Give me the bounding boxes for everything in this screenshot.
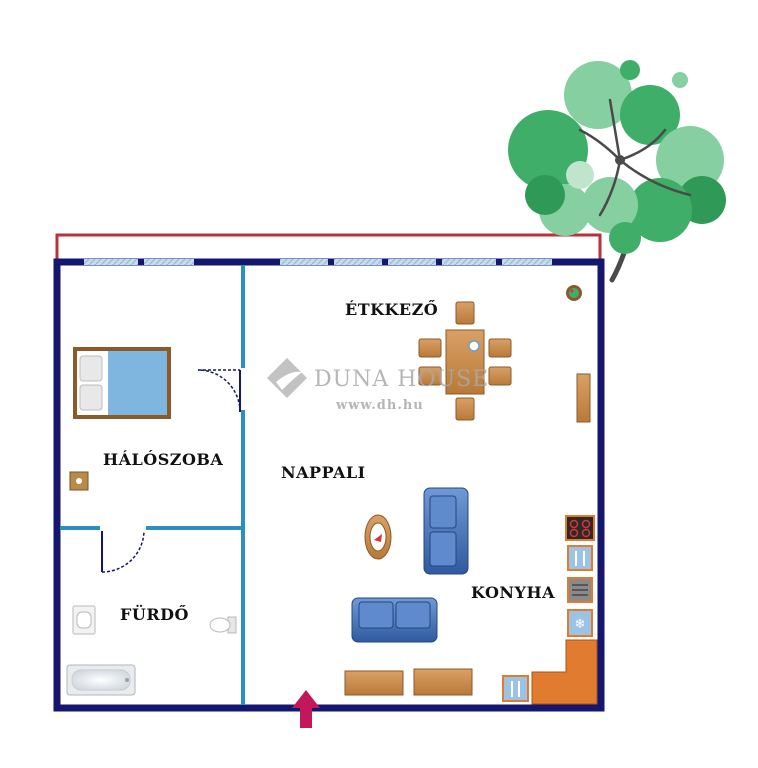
plant-icon [566, 285, 582, 301]
door-swing-icon [101, 530, 145, 573]
cutlery-icon [567, 545, 593, 571]
balcony-railing [55, 233, 602, 262]
inner-walls [60, 265, 245, 705]
room-label-haloszoba: HÁLÓSZOBA [103, 449, 223, 469]
tv-cabinet [344, 668, 473, 696]
entrance-arrow-icon [292, 690, 320, 728]
tree-icon [508, 60, 726, 283]
toilet-icon [209, 616, 237, 634]
sofa-icon [351, 597, 438, 643]
door-swing-icon [197, 369, 241, 413]
kitchen-counter [531, 639, 598, 705]
bathtub-icon [66, 664, 136, 696]
stove-icon [565, 515, 595, 541]
fridge-icon: ❄ [567, 609, 593, 637]
oven-icon [567, 577, 593, 603]
dishwasher-icon [502, 675, 529, 702]
dining-table-icon [418, 301, 512, 421]
sink-icon [72, 605, 96, 635]
room-label-furdo: FÜRDŐ [120, 604, 189, 624]
sofa-icon [423, 487, 469, 575]
watermark: DUNA HOUSE www.dh.hu [267, 358, 489, 413]
coffee-table-icon [364, 514, 392, 560]
nightstand-icon [69, 471, 89, 491]
room-label-etkezo: ÉTKKEZŐ [345, 299, 438, 319]
watermark-brand: DUNA HOUSE [314, 367, 489, 392]
room-label-nappali: NAPPALI [281, 463, 366, 482]
bed-icon [73, 347, 171, 419]
watermark-url: www.dh.hu [335, 398, 424, 413]
room-label-konyha: KONYHA [471, 583, 555, 602]
windows [84, 259, 552, 265]
wall-cabinet [576, 373, 591, 423]
outer-walls [53, 258, 605, 712]
svg-text:❄: ❄ [575, 617, 586, 632]
